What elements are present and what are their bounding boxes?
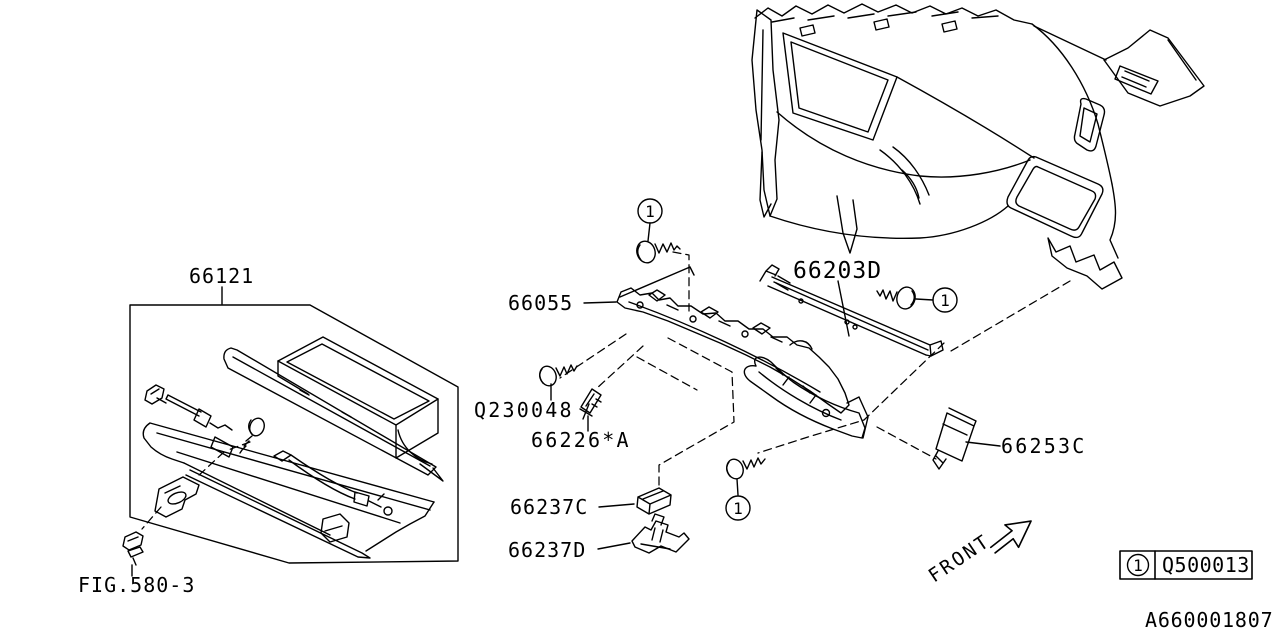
- legend-box: 1 Q500013: [1119, 550, 1253, 580]
- label-66055: 66055: [508, 291, 573, 315]
- label-66226a: 66226*A: [531, 428, 631, 452]
- callout-1-top: 1: [637, 198, 663, 224]
- callout-number: 1: [733, 499, 743, 518]
- glove-box-boundary-box: [129, 304, 459, 564]
- pin-66226a-drawing: [579, 388, 602, 420]
- label-66253c: 66253C: [1001, 434, 1086, 458]
- callout-1-bottom: 1: [725, 495, 751, 521]
- legend-part-number: Q500013: [1162, 553, 1250, 577]
- legend-callout-number: 1: [1133, 556, 1143, 575]
- screw-bottom-drawing: [726, 457, 766, 480]
- callout-1-right: 1: [932, 287, 958, 313]
- label-fig-580-3: FIG.580-3: [78, 573, 195, 597]
- drawing-code: A660001807: [1145, 608, 1273, 632]
- bracket-66055-drawing: [616, 266, 850, 414]
- glove-box-assembly-drawing: [142, 336, 444, 559]
- assembly-dashed-lines: [141, 251, 1071, 530]
- callout-number: 1: [940, 291, 950, 310]
- screw-top-drawing: [636, 240, 681, 264]
- callout-number: 1: [645, 202, 655, 221]
- clip-fig580-drawing: [122, 531, 144, 566]
- label-66121: 66121: [189, 264, 254, 288]
- label-66203d: 66203D: [793, 258, 882, 284]
- cover-66226-drawing: [743, 356, 869, 439]
- holder-66237c-drawing: [636, 487, 672, 515]
- front-direction-indicator: FRONT: [924, 520, 1032, 587]
- label-66237d: 66237D: [508, 538, 586, 562]
- holder-66237d-drawing: [631, 513, 690, 554]
- leader-lines: [131, 222, 1001, 577]
- front-arrow-icon: [989, 520, 1032, 554]
- screw-q230048-drawing: [539, 364, 578, 387]
- damper-66253c-drawing: [932, 407, 977, 470]
- instrument-panel-drawing: [751, 3, 1205, 290]
- screw-right-drawing: [876, 286, 916, 310]
- label-66237c: 66237C: [510, 495, 588, 519]
- front-label: FRONT: [924, 530, 994, 587]
- label-q230048: Q230048: [474, 398, 574, 422]
